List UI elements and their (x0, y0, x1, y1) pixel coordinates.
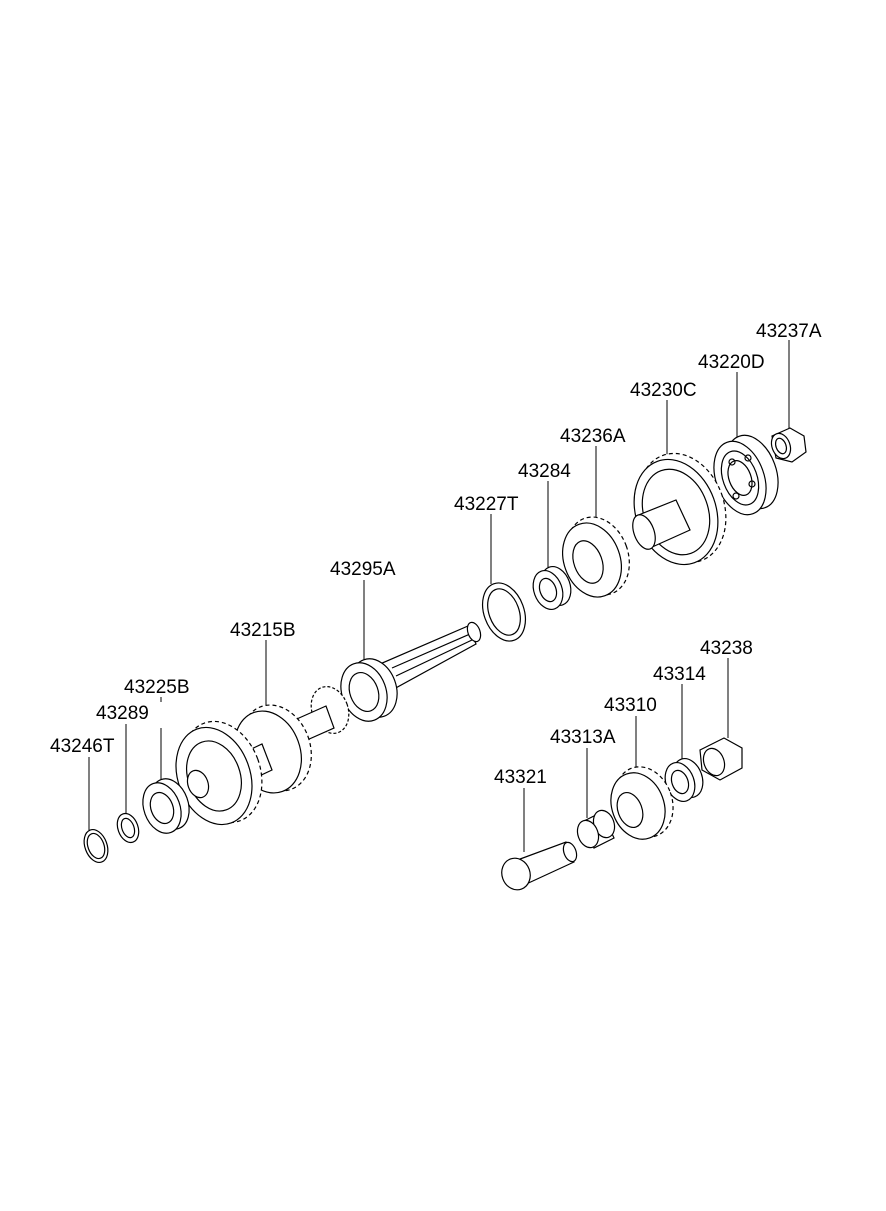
label-43314: 43314 (653, 664, 706, 685)
part-43295A-bearing (340, 658, 398, 722)
label-43313A: 43313A (550, 727, 616, 748)
part-43310-gear (610, 766, 674, 840)
part-43313A-needle-bearing (576, 809, 616, 849)
part-43284-spacer (532, 566, 572, 610)
part-number-labels: 43237A 43220D 43230C 43236A 43284 43227T… (50, 321, 822, 788)
part-43227T-washer (481, 582, 527, 642)
label-43225B: 43225B (124, 677, 190, 698)
leader-lines (88, 340, 790, 852)
label-43227T: 43227T (454, 494, 519, 515)
part-43321-shaft (501, 841, 578, 891)
part-43246T-snap-ring (83, 828, 109, 864)
part-43236A-gear (562, 516, 630, 598)
label-43230C: 43230C (630, 380, 697, 401)
part-43237A-nut (770, 427, 807, 463)
part-43225B-bearing (142, 778, 190, 834)
label-43220D: 43220D (698, 352, 765, 373)
part-43230C-gear (632, 452, 727, 566)
label-43238: 43238 (700, 638, 753, 659)
part-main-shaft (379, 621, 482, 691)
part-43238-nut (699, 737, 743, 781)
label-43237A: 43237A (756, 321, 822, 342)
part-43289-ring (116, 812, 140, 844)
label-43284: 43284 (518, 461, 571, 482)
part-43215B-gear-cluster (175, 704, 312, 826)
label-43295A: 43295A (330, 559, 396, 580)
label-43236A: 43236A (560, 426, 626, 447)
label-43321: 43321 (494, 767, 547, 788)
label-43310: 43310 (604, 695, 657, 716)
label-43246T: 43246T (50, 736, 115, 757)
label-43289: 43289 (96, 703, 149, 724)
label-43215B: 43215B (230, 620, 296, 641)
part-43314-spacer (664, 758, 704, 802)
